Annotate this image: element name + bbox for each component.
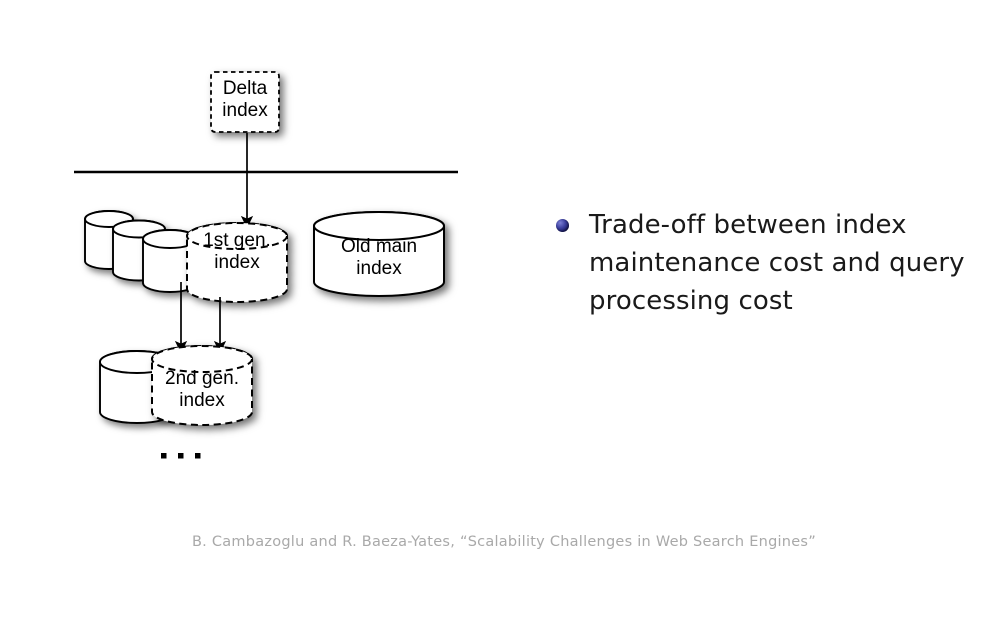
list-item: Trade-off between index maintenance cost… (556, 206, 966, 321)
gen2-index-cylinder (151, 345, 253, 426)
bullet-dot-icon (556, 219, 569, 232)
old-main-index-cylinder (313, 211, 445, 297)
delta-index-box (210, 71, 280, 133)
footer-citation: B. Cambazoglu and R. Baeza-Yates, “Scala… (191, 534, 816, 550)
bullet-list: Trade-off between index maintenance cost… (556, 206, 966, 321)
gen1-index-cylinder (186, 222, 288, 303)
ellipsis-dots (161, 453, 201, 459)
index-merging-diagram: Delta index 1st gen. index 2nd gen. inde… (0, 0, 520, 500)
bullet-item-text: Trade-off between index maintenance cost… (589, 210, 965, 317)
